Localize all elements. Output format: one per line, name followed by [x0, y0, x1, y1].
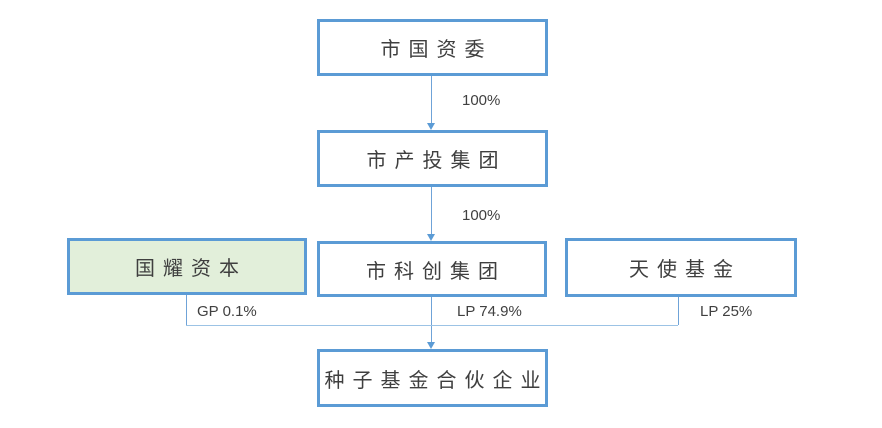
arrowhead-down-icon — [427, 123, 435, 130]
edge-label-lp-share-kechuang: LP 74.9% — [457, 303, 522, 320]
node-seed-fund-partnership: 种子基金合伙企业 — [317, 349, 548, 407]
connector-horizontal-bus — [186, 325, 678, 326]
node-chantou-group-label: 市产投集团 — [366, 148, 507, 172]
node-sasac: 市国资委 — [317, 19, 548, 76]
node-angel-fund: 天使基金 — [565, 238, 797, 297]
node-guoyao-capital: 国耀资本 — [67, 238, 307, 295]
node-angel-fund-label: 天使基金 — [629, 257, 741, 281]
node-guoyao-capital-label: 国耀资本 — [135, 256, 247, 280]
node-kechuang-group-label: 市科创集团 — [366, 258, 506, 283]
connector-angel-down — [678, 297, 679, 325]
node-chantou-group: 市产投集团 — [317, 130, 548, 187]
edge-label-lp-share-angel: LP 25% — [700, 303, 753, 320]
connector-guoyao-down — [186, 295, 187, 325]
arrowhead-down-icon — [427, 342, 435, 349]
edge-label-chantou-to-kechuang: 100% — [462, 207, 501, 224]
connector-sasac-to-chantou — [431, 76, 432, 124]
connector-kechuang-down — [431, 297, 432, 342]
edge-label-gp-share: GP 0.1% — [197, 303, 257, 320]
node-kechuang-group: 市科创集团 — [317, 241, 547, 297]
arrowhead-down-icon — [427, 234, 435, 241]
node-seed-fund-partnership-label: 种子基金合伙企业 — [324, 367, 549, 392]
connector-chantou-to-kechuang — [431, 187, 432, 235]
node-sasac-label: 市国资委 — [380, 37, 493, 61]
edge-label-sasac-to-chantou: 100% — [462, 92, 501, 109]
